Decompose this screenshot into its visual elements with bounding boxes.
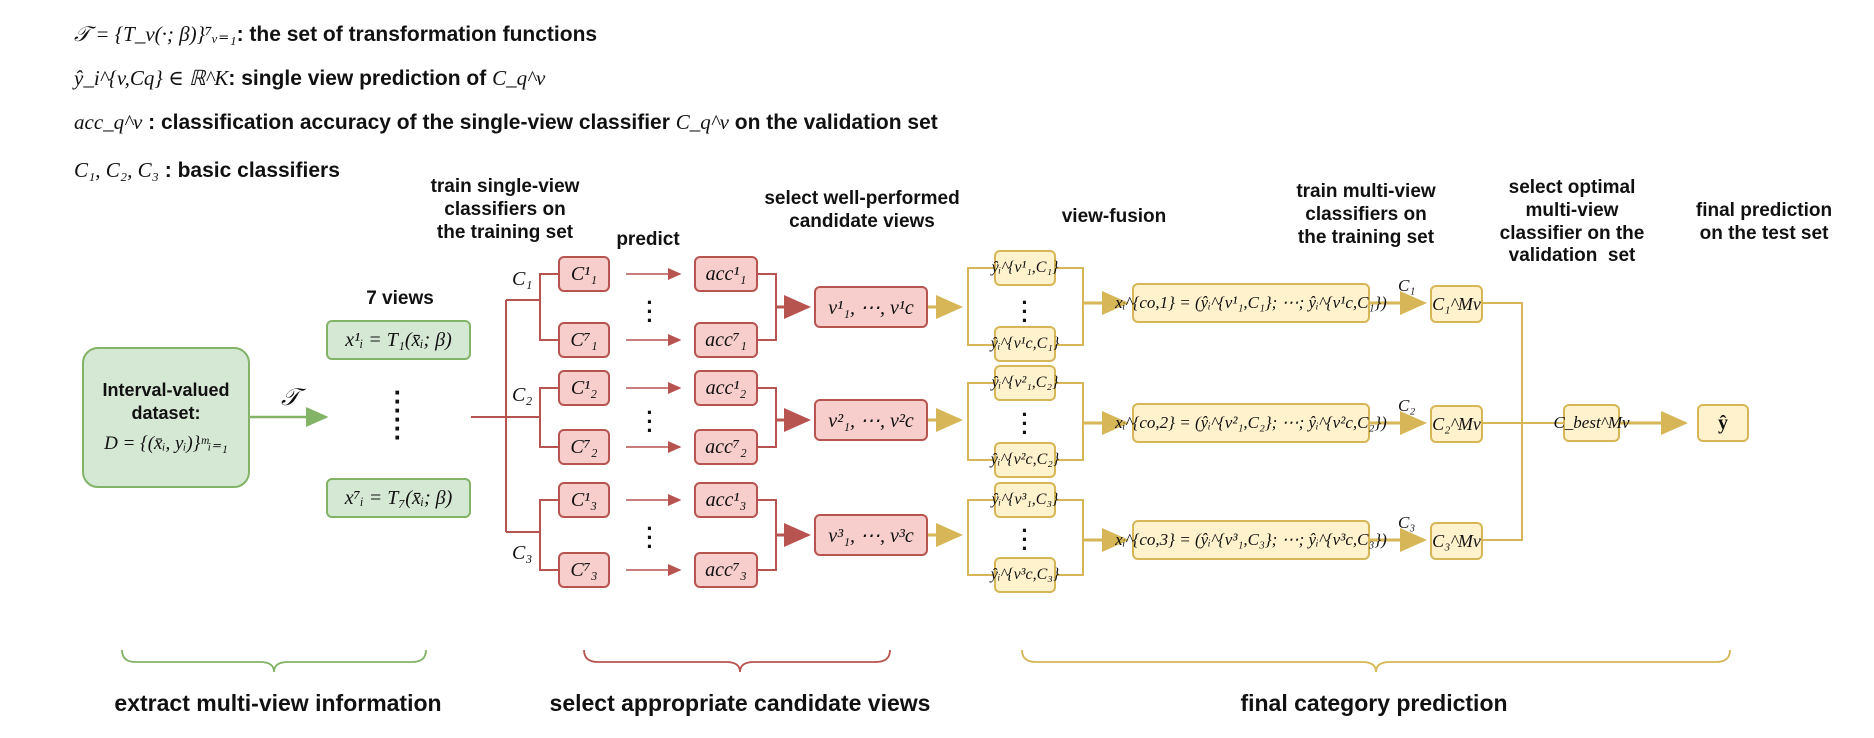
group-2-dots: ··· [646,400,654,443]
group-1-dots: ··· [646,290,654,333]
classifier-branches [471,273,558,571]
dataset-box: Interval-valued dataset: D = {(x̄ᵢ, yᵢ)}… [82,347,250,488]
multi-view-classifier-2: C₂^Mv [1430,405,1483,443]
classifier-label-3: C₃ [512,542,533,564]
multi-view-classifier-1: C₁^Mv [1430,285,1483,323]
fusion-1-bottom: ŷᵢ^{v¹c,C₁} [991,326,1059,362]
transform-symbol: 𝒯 [281,385,300,411]
fusion-2-dots: ··· [1021,402,1029,445]
multi-view-classifier-3: C₃^Mv [1430,522,1483,560]
label-select-optimal: select optimal multi-view classifier on … [1499,177,1645,267]
fusion-3-dots: ··· [1021,518,1029,561]
fusion-3-top: ŷᵢ^{v³₁,C₃} [992,482,1058,518]
best-classifier: C_best^Mv [1553,404,1630,442]
legend-transform-set: 𝒯 = {T_v(·; β)}⁷ᵥ₌₁: the set of transfor… [74,22,598,46]
concat-features-1: xᵢ^{co,1} = (ŷᵢ^{v¹₁,C₁}; ⋯; ŷᵢ^{v¹c,C₁}… [1115,283,1387,323]
accuracy-3-bottom: acc⁷₃ [694,552,758,588]
fusion-2-top: ŷᵢ^{v²₁,C₂} [992,365,1058,401]
phase-extract: extract multi-view information [114,690,442,716]
classifier-1-top: C¹₁ [558,256,610,292]
legend-accuracy: acc_q^v : classification accuracy of the… [74,110,938,134]
concat-features-2: xᵢ^{co,2} = (ŷᵢ^{v²₁,C₂}; ⋯; ŷᵢ^{v²c,C₂}… [1115,403,1387,443]
final-prediction: ŷ [1697,404,1749,442]
fusion-connectors [928,267,1688,576]
accuracy-1-bottom: acc⁷₁ [694,322,758,358]
fusion-2-bottom: ŷᵢ^{v²c,C₂} [991,442,1059,478]
brace-extract [121,649,427,673]
accuracy-2-top: acc¹₂ [694,370,758,406]
brace-final [1021,649,1731,673]
classifier-label-1: C₁ [512,268,533,290]
classifier-1-bottom: C⁷₁ [558,322,610,358]
mv-label-2: C₂ [1398,396,1416,415]
phase-final: final category prediction [1240,690,1508,716]
legend-basic-classifiers: C₁, C₂, C₃ : basic classifiers [74,158,340,182]
classifier-2-top: C¹₂ [558,370,610,406]
view-first: x¹ᵢ = T₁(x̄ᵢ; β) [326,320,471,360]
brace-select [583,649,891,673]
mv-label-1: C₁ [1398,276,1416,295]
fusion-1-dots: ··· [1021,290,1029,333]
candidate-views-2: v²₁, ⋯, v²c [814,399,928,441]
group-3-dots: ··· [646,516,654,559]
label-select-views: select well-performed candidate views [764,188,960,232]
view-last: x⁷ᵢ = T₇(x̄ᵢ; β) [326,478,471,518]
classifier-3-bottom: C⁷₃ [558,552,610,588]
label-views: 7 views [366,288,434,309]
accuracy-3-top: acc¹₃ [694,482,758,518]
candidate-views-1: v¹₁, ⋯, v¹c [814,286,928,328]
label-train-multi: train multi-view classifiers on the trai… [1296,181,1436,248]
mv-label-3: C₃ [1398,513,1416,532]
classifier-label-2: C₂ [512,384,533,406]
predict-arrows [626,268,682,576]
fusion-3-bottom: ŷᵢ^{v³c,C₃} [991,557,1059,593]
fusion-1-top: ŷᵢ^{v¹₁,C₁} [992,250,1058,286]
classifier-3-top: C¹₃ [558,482,610,518]
select-arrows [758,273,811,571]
classifier-2-bottom: C⁷₂ [558,429,610,465]
phase-select: select appropriate candidate views [549,690,931,716]
concat-features-3: xᵢ^{co,3} = (ŷᵢ^{v³₁,C₃}; ⋯; ŷᵢ^{v³c,C₃}… [1115,520,1387,560]
candidate-views-3: v³₁, ⋯, v³c [814,514,928,556]
label-predict: predict [616,229,680,250]
accuracy-1-top: acc¹₁ [694,256,758,292]
legend-single-view-prediction: ŷ_i^{v,Cq} ∈ ℝ^K: single view prediction… [74,66,546,90]
view-dots: ······ [393,377,403,452]
label-fusion: view-fusion [1061,206,1167,227]
accuracy-2-bottom: acc⁷₂ [694,429,758,465]
label-final-prediction: final prediction on the test set [1695,200,1833,244]
label-train-single: train single-view classifiers on the tra… [430,176,580,243]
